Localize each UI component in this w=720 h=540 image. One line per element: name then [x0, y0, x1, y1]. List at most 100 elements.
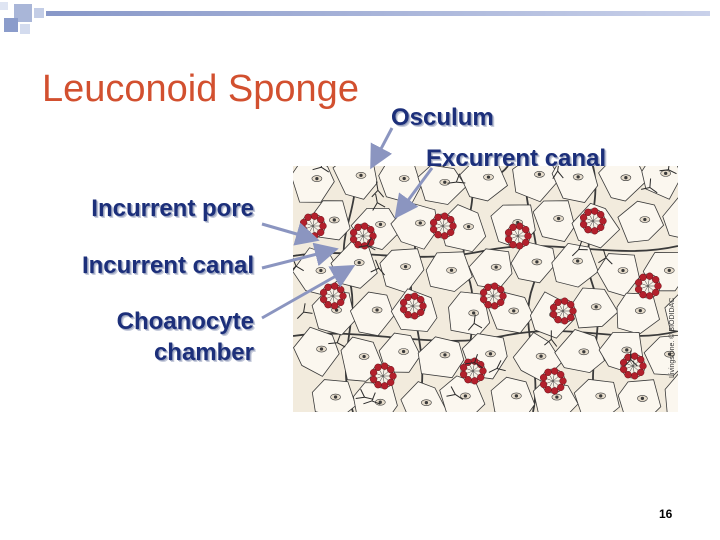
tissue-cell — [459, 166, 508, 202]
choanocyte-cell — [349, 235, 358, 244]
flagellum — [641, 283, 649, 287]
flagellum — [644, 279, 649, 287]
choanocyte-cell — [584, 208, 592, 216]
flagellum — [472, 370, 475, 378]
label-incurrent-canal: Incurrent canal — [81, 252, 254, 279]
choanocyte-cell — [319, 295, 328, 304]
spicule-ray — [371, 400, 381, 405]
flagellum — [592, 220, 595, 228]
choanocyte-cell — [361, 222, 369, 230]
spicule-ray — [364, 396, 374, 400]
flagellum — [559, 304, 564, 312]
nucleolus — [333, 395, 338, 399]
choanocyte-cell — [484, 301, 492, 309]
flagellum — [644, 285, 649, 293]
flagellum — [439, 225, 444, 233]
choanocyte-cell — [522, 225, 530, 234]
spicule-ray — [336, 334, 341, 343]
label-choanocyte-line2: chamber — [153, 339, 254, 366]
choanocyte-cell — [299, 225, 308, 234]
spicule — [624, 350, 638, 367]
choanocyte-cell — [551, 367, 559, 375]
choanocyte-cell — [447, 228, 455, 237]
sponge-illustration — [293, 166, 678, 412]
nucleolus — [401, 349, 406, 354]
nucleolus — [667, 268, 671, 273]
choanocyte-chamber — [634, 272, 662, 300]
choanocyte-cell — [447, 215, 455, 224]
flagellum — [517, 229, 520, 237]
flagellum — [552, 380, 559, 386]
flagellum — [549, 380, 554, 388]
spicule — [328, 334, 346, 348]
nucleolus — [512, 309, 516, 313]
nucleolus — [357, 260, 361, 265]
nucleolus — [315, 176, 319, 181]
flagellum — [514, 235, 519, 243]
flagellum — [406, 305, 414, 309]
flagellum — [492, 295, 495, 303]
spicule-ray — [552, 170, 559, 179]
tissue-cell — [330, 240, 378, 289]
choanocyte-cell — [311, 212, 319, 220]
flagellum — [514, 229, 519, 237]
choanocyte-chamber — [479, 282, 507, 310]
spicule-ray — [358, 245, 368, 248]
nucleolus — [535, 260, 539, 264]
flagellum — [376, 375, 384, 379]
choanocyte-chamber — [504, 222, 532, 250]
spicule — [370, 259, 385, 276]
choanocyte-cell — [399, 298, 408, 307]
decor-square — [20, 24, 30, 34]
choanocyte-cell — [634, 278, 643, 287]
flagellum — [359, 229, 364, 237]
flagellum — [376, 373, 384, 377]
choanocyte-cell — [434, 213, 442, 221]
spicule-ray — [328, 342, 338, 345]
choanocyte-cell — [637, 355, 645, 364]
choanocyte-cell — [509, 241, 517, 249]
decor-square — [0, 2, 8, 10]
tissue-cell — [512, 166, 561, 203]
nucleolus — [362, 354, 366, 359]
choanocyte-cell — [584, 226, 592, 234]
nucleolus — [402, 176, 406, 181]
nucleolus — [375, 308, 379, 312]
slide-title: Leuconoid Sponge — [42, 68, 359, 110]
spicule-ray — [336, 342, 346, 348]
spicule-ray — [455, 394, 464, 400]
spicule-ray — [496, 360, 502, 369]
choanocyte-cell — [579, 213, 588, 222]
spicule-ray — [649, 178, 652, 188]
flagellum — [489, 295, 494, 303]
choanocyte-cell — [544, 386, 552, 394]
spicule-ray — [598, 257, 607, 264]
choanocyte-cell — [637, 368, 645, 377]
nucleolus — [424, 401, 429, 405]
spicule-ray — [473, 314, 476, 324]
choanocyte-chamber — [299, 212, 327, 240]
choanocyte-cell — [464, 358, 472, 366]
top-rule — [46, 11, 710, 16]
choanocyte-cell — [597, 223, 605, 232]
flagellum — [562, 310, 565, 318]
flagellum — [382, 375, 389, 381]
flagellum — [466, 370, 474, 374]
nucleolus — [599, 394, 603, 398]
choanocyte-cell — [354, 223, 362, 231]
flagellum — [472, 366, 479, 372]
spicule-ray — [659, 169, 669, 172]
label-choanocyte-chamber: Choanocyte chamber — [117, 306, 254, 368]
figure-credit-text: Livingstone. © BIODIDAC — [669, 297, 676, 378]
flagellum — [472, 370, 479, 376]
choanocyte-cell — [554, 298, 562, 306]
flagellum — [562, 306, 569, 312]
nucleolus — [576, 259, 580, 263]
choanocyte-cell — [551, 387, 559, 395]
nucleolus — [319, 268, 323, 273]
nucleolus — [625, 348, 629, 352]
spicule-ray — [467, 323, 475, 331]
tissue-cell — [598, 166, 648, 202]
spicule — [571, 240, 588, 257]
spicule-ray — [624, 359, 632, 367]
